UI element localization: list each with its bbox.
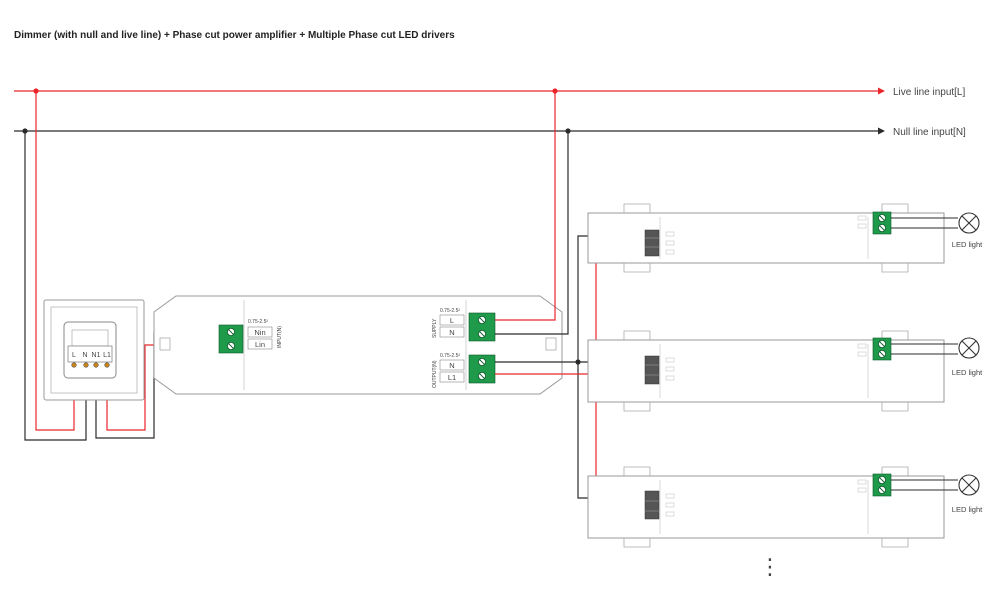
led-light-label: LED light: [952, 240, 983, 249]
amp-output-terminal: [468, 354, 496, 384]
led-driver-output-terminal: [872, 211, 892, 235]
null-line: [14, 127, 885, 135]
amp-output-l1: L1: [448, 373, 456, 382]
amp-supply-rating: 0.75-2.5²: [440, 308, 460, 314]
led-light-icon: [958, 337, 980, 359]
amp-input-nin: Nin: [254, 328, 265, 337]
dimmer-terminal-l: L: [72, 352, 76, 359]
amp-output-rating: 0.75-2.5²: [440, 353, 460, 359]
amp-supply-wiring: [495, 91, 569, 335]
led-light-label: LED light: [952, 505, 983, 514]
power-amplifier: 0.75-2.5² Nin Lin INPUT(N) SUPPLY 0.75-2…: [153, 295, 563, 395]
amp-supply-l: L: [450, 316, 454, 325]
amp-input-label: INPUT(N): [277, 326, 283, 348]
led-driver-output-terminal: [872, 473, 892, 497]
diagram-title: Dimmer (with null and live line) + Phase…: [14, 30, 455, 41]
null-line-label: Null line input[N]: [893, 127, 966, 138]
live-line-label: Live line input[L]: [893, 87, 965, 98]
led-driver: [587, 466, 958, 548]
live-line: [14, 87, 885, 95]
output-null-junction: [575, 359, 581, 365]
amp-input-lin: Lin: [255, 340, 265, 349]
led-light-label: LED light: [952, 368, 983, 377]
dimmer-terminal-l1: L1: [103, 352, 111, 359]
led-driver: [587, 203, 958, 273]
amp-supply-terminal: [468, 312, 496, 342]
amp-supply-label: SUPPLY: [432, 318, 438, 338]
amp-output-n: N: [449, 361, 454, 370]
amp-input-rating: 0.75-2.5²: [248, 319, 268, 325]
led-light-icon: [958, 474, 980, 496]
continuation-dots: ⋮: [759, 554, 781, 579]
led-driver: [587, 330, 958, 412]
dimmer-device: L N N1 L1: [43, 299, 145, 401]
led-driver-output-terminal: [872, 337, 892, 361]
dimmer-terminal-n1: N1: [92, 352, 101, 359]
led-light-icon: [958, 212, 980, 234]
amp-supply-n: N: [449, 328, 454, 337]
dimmer-terminal-n: N: [82, 352, 87, 359]
amp-output-label: OUTPUT(N): [432, 360, 438, 388]
amp-input-terminal: [218, 324, 244, 354]
